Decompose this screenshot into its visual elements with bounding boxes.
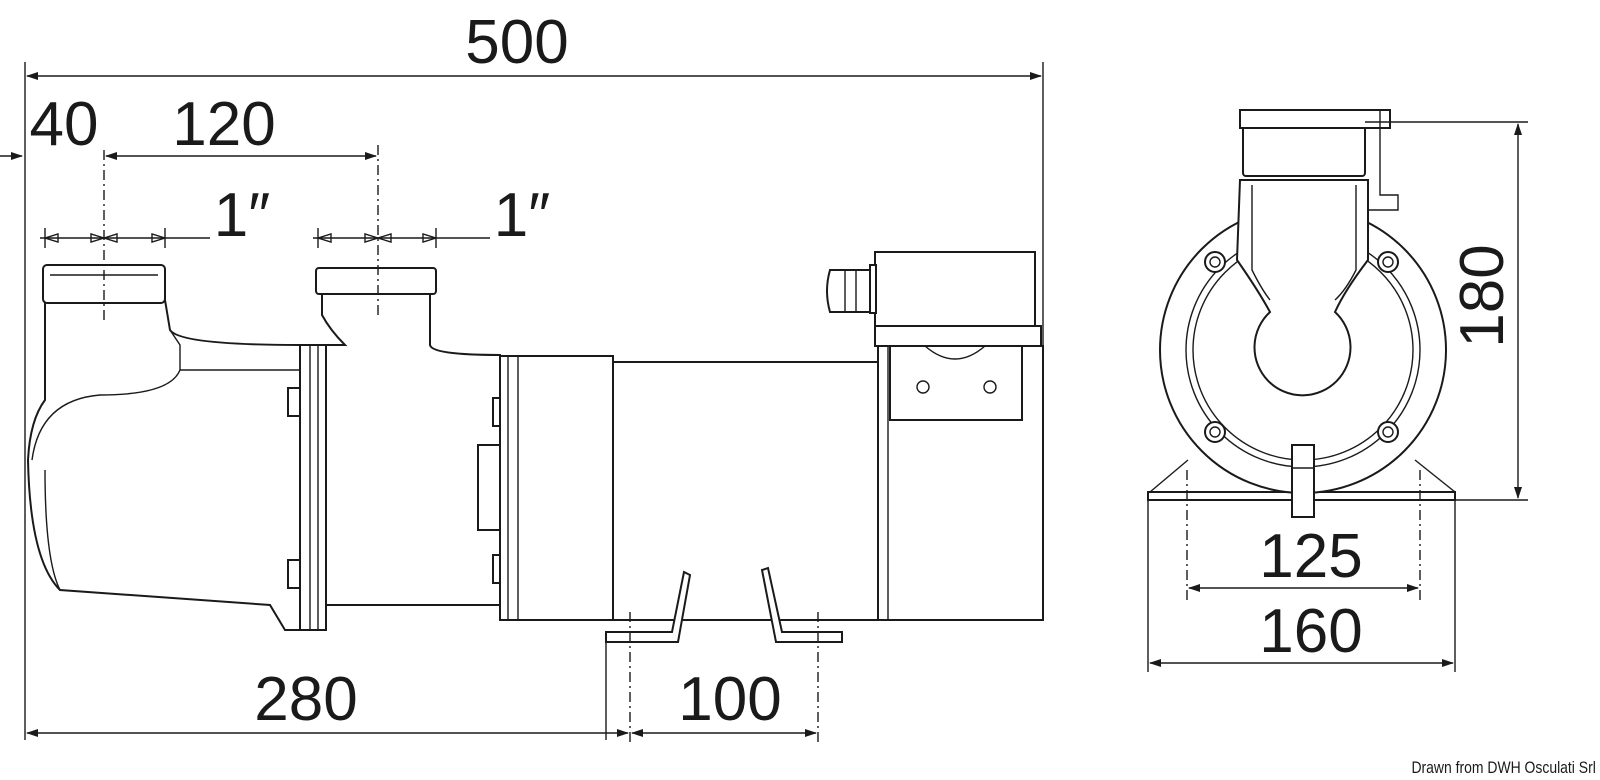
pump-housing <box>26 299 301 631</box>
credit-text: Drawn from DWH Osculati Srl <box>1411 758 1596 777</box>
cable-gland <box>826 269 871 313</box>
outlet-body <box>321 291 501 606</box>
dim-inlet-size: 1″ <box>214 181 270 250</box>
motor-front-cap <box>499 355 614 621</box>
motor-body <box>612 361 879 621</box>
dim-125: 125 <box>1259 522 1362 591</box>
end-view-terminal <box>1235 179 1369 397</box>
dim-500: 500 <box>465 8 568 77</box>
end-view-bolts <box>1204 251 1399 443</box>
outlet-port <box>315 267 437 295</box>
dim-40: 40 <box>30 90 99 159</box>
end-view: 180 125 160 <box>1147 109 1528 672</box>
dim-180: 180 <box>1448 244 1517 347</box>
dim-280: 280 <box>254 665 357 734</box>
end-view-drain <box>1291 444 1315 518</box>
flange-plate <box>299 344 327 631</box>
dim-120: 120 <box>172 90 275 159</box>
side-view: 500 40 120 1″ 1″ 280 100 <box>0 8 1044 742</box>
dim-outlet-size: 1″ <box>494 181 550 250</box>
terminal-box <box>874 251 1036 327</box>
foot-right <box>760 566 843 643</box>
dim-160: 160 <box>1259 597 1362 666</box>
dim-100: 100 <box>678 665 781 734</box>
